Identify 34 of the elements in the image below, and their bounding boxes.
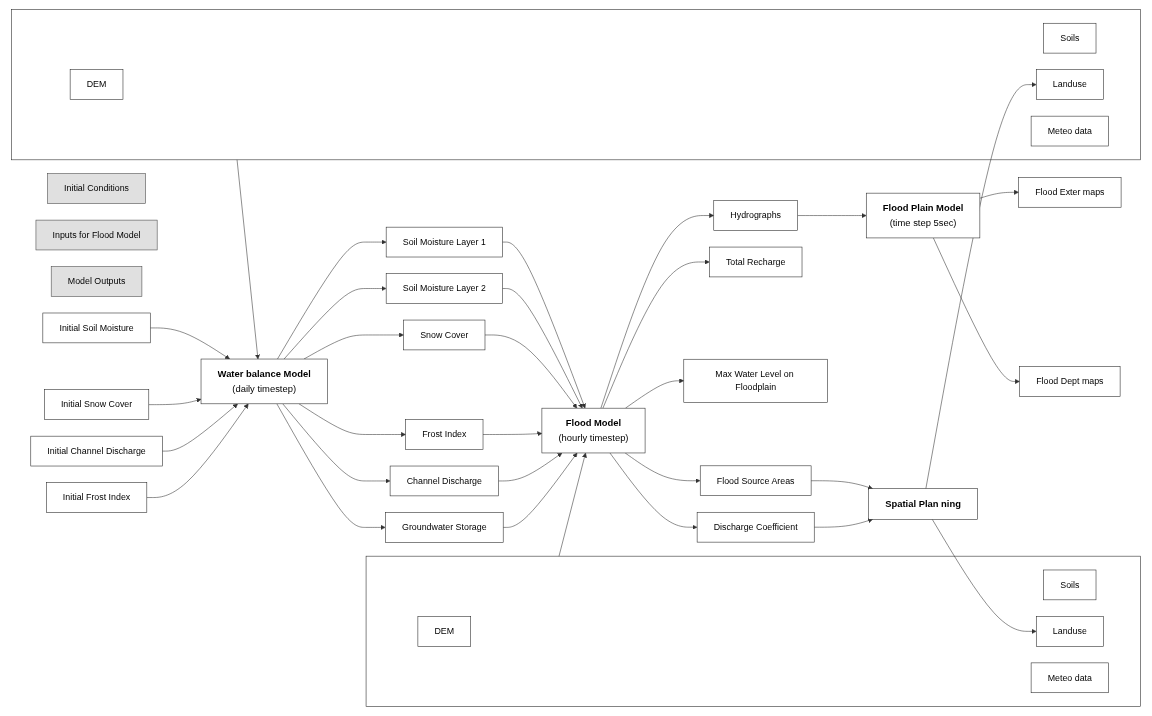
node-box: Spatial Plan ning [868, 488, 978, 520]
node-box: Frost Index [405, 419, 484, 450]
node-box: Soils [1043, 569, 1097, 601]
node-box: DEM [69, 69, 124, 100]
node-box: Max Water Level on Floodplain [683, 358, 828, 403]
node-box: Flood Model (hourly timestep) [541, 407, 646, 454]
node-box: Channel Discharge [389, 465, 499, 497]
node-box: Landuse [1036, 616, 1104, 647]
node-box: Flood Dept maps [1019, 366, 1121, 397]
node-box: Inputs for Flood Model [35, 219, 158, 251]
node-box: Initial Frost Index [46, 482, 148, 513]
cluster [365, 555, 1141, 707]
cluster [11, 9, 1141, 161]
node-box: Groundwater Storage [385, 512, 504, 543]
node-box: Soils [1043, 22, 1097, 54]
node-box: Soil Moisture Layer 2 [385, 273, 503, 304]
node-box: Meteo data [1030, 115, 1109, 147]
node-box: Initial Channel Discharge [30, 435, 163, 467]
node-box: DEM [417, 616, 472, 647]
node-box: Snow Cover [403, 319, 486, 351]
node-box: Meteo data [1030, 662, 1109, 693]
node-box: Flood Exter maps [1018, 177, 1122, 208]
node-box: Model Outputs [51, 266, 143, 297]
node-box: Initial Conditions [47, 173, 146, 204]
node-box: Landuse [1036, 69, 1104, 100]
node-box: Initial Snow Cover [44, 389, 150, 420]
node-box: Total Recharge [709, 246, 803, 278]
node-box: Hydrographs [713, 200, 798, 231]
node-box: Initial Soil Moisture [42, 312, 151, 344]
node-box: Flood Plain Model (time step 5sec) [866, 192, 981, 239]
node-box: Water balance Model (daily timestep) [200, 358, 328, 405]
node-box: Soil Moisture Layer 1 [385, 226, 503, 258]
node-box: Discharge Coefficient [696, 512, 815, 543]
node-box: Flood Source Areas [700, 465, 812, 496]
